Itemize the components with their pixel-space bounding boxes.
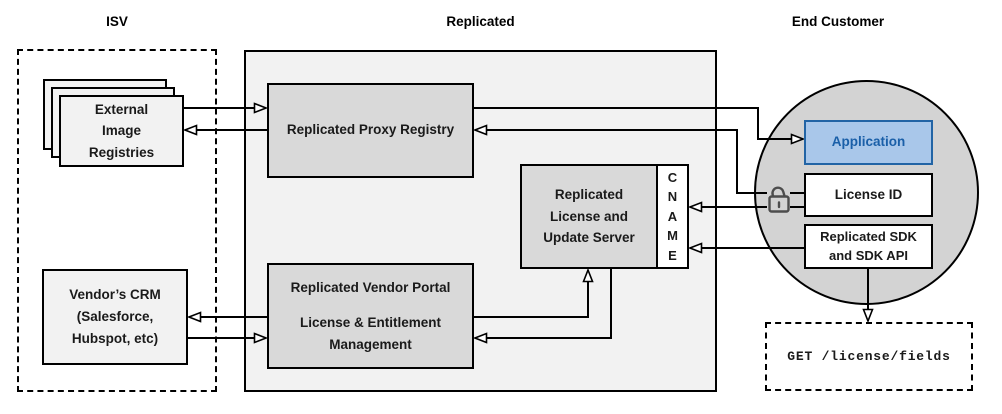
registries-line-2: Image xyxy=(101,123,142,139)
license-server-line-1: Replicated xyxy=(554,187,624,203)
sdk-line-1: Replicated SDK xyxy=(820,228,917,244)
vendor-portal-subtitle-2: Management xyxy=(329,336,412,352)
application-node: Application xyxy=(804,120,933,165)
replicated-region-label: Replicated xyxy=(446,14,515,29)
isv-region xyxy=(17,49,217,392)
registries-line-1: External xyxy=(94,101,149,117)
get-license-fields-endpoint: GET /license/fields xyxy=(765,322,973,391)
cname-letter-m: M xyxy=(667,228,678,244)
vendor-portal-subtitle-1: License & Entitlement xyxy=(299,315,442,331)
sdk-line-2: and SDK API xyxy=(829,247,908,263)
cname-letter-n: N xyxy=(667,189,678,205)
application-label: Application xyxy=(831,134,906,150)
registries-line-3: Registries xyxy=(88,144,155,160)
license-id-label: License ID xyxy=(834,186,903,202)
crm-line-2: (Salesforce, xyxy=(76,308,154,324)
license-server-line-3: Update Server xyxy=(543,230,635,246)
end-customer-region-label: End Customer xyxy=(791,14,885,29)
vendor-crm-node: Vendor’s CRM (Salesforce, Hubspot, etc) xyxy=(42,269,188,365)
crm-line-3: Hubspot, etc) xyxy=(71,331,159,347)
license-update-server-node: Replicated License and Update Server xyxy=(520,164,658,269)
proxy-registry-label: Replicated Proxy Registry xyxy=(286,122,455,138)
vendor-portal-title: Replicated Vendor Portal xyxy=(290,279,451,295)
sdk-node: Replicated SDK and SDK API xyxy=(804,224,933,269)
vendor-portal-node: Replicated Vendor Portal License & Entit… xyxy=(267,263,474,369)
cname-strip: C N A M E xyxy=(656,164,689,269)
get-endpoint-label: GET /license/fields xyxy=(787,349,951,364)
cname-letter-c: C xyxy=(667,169,678,185)
license-server-line-2: License and xyxy=(549,208,629,224)
license-id-node: License ID xyxy=(804,173,933,217)
isv-region-label: ISV xyxy=(106,14,128,29)
proxy-registry-node: Replicated Proxy Registry xyxy=(267,83,474,178)
cname-letter-e: E xyxy=(668,247,677,263)
external-registries-node: External Image Registries xyxy=(59,95,184,167)
crm-line-1: Vendor’s CRM xyxy=(69,286,161,302)
cname-letter-a: A xyxy=(667,208,678,224)
